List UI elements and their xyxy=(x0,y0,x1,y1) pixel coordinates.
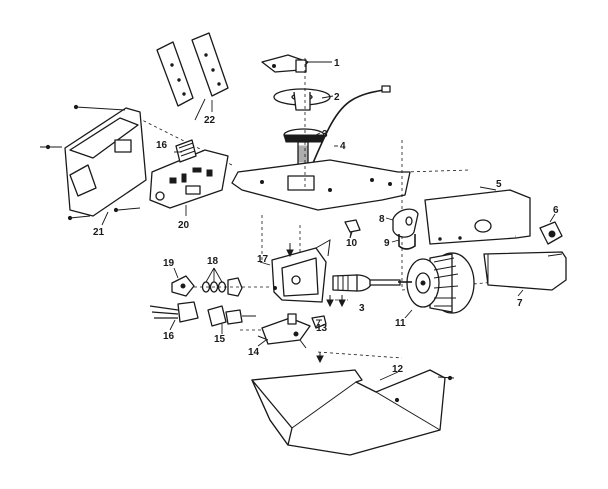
callout-5: 5 xyxy=(496,179,502,190)
leader-lines xyxy=(101,61,556,381)
part-15-connector xyxy=(207,305,256,327)
callout-18: 18 xyxy=(207,256,219,267)
callout-20: 20 xyxy=(178,220,190,231)
part-16-connector-top xyxy=(175,139,197,163)
callout-3-worm: 3 xyxy=(359,303,365,314)
callout-7: 7 xyxy=(517,298,523,309)
callout-6: 6 xyxy=(553,205,559,216)
part-12-bottom-cover xyxy=(251,369,455,456)
part-20-logic-board xyxy=(149,149,229,209)
callout-17: 17 xyxy=(257,254,269,265)
callout-4: 4 xyxy=(340,141,346,152)
part-3-worm-gear xyxy=(332,274,401,292)
callout-13: 13 xyxy=(316,323,328,334)
part-21-end-cover xyxy=(40,104,147,221)
chassis-plate xyxy=(231,159,411,211)
part-22-rail-brackets xyxy=(156,32,229,107)
callout-3-gear: 3 xyxy=(322,129,328,140)
part-8-capacitor xyxy=(392,208,419,238)
callout-19: 19 xyxy=(163,258,175,269)
part-1-bracket xyxy=(261,54,309,73)
part-7-lens xyxy=(483,251,567,291)
callout-labels: 1 2 3 3 4 5 6 7 8 9 10 11 12 13 14 15 16… xyxy=(93,58,559,375)
part-6-socket xyxy=(539,221,563,245)
part-16-harness xyxy=(149,301,199,323)
part-17-motor-bracket xyxy=(271,239,331,303)
part-11-motor xyxy=(398,252,475,314)
callout-22: 22 xyxy=(204,115,216,126)
callout-8: 8 xyxy=(379,214,385,225)
callout-16-harness: 16 xyxy=(163,331,175,342)
part-4-cable xyxy=(309,85,391,171)
part-2-gear-cover xyxy=(273,88,331,111)
part-19-knob xyxy=(171,275,195,297)
callout-15: 15 xyxy=(214,334,226,345)
callout-21: 21 xyxy=(93,227,105,238)
part-18-spacers xyxy=(194,277,272,297)
callout-9: 9 xyxy=(384,238,390,249)
callout-12: 12 xyxy=(392,364,404,375)
callout-16-connector: 16 xyxy=(156,140,168,151)
part-14-limit-switch xyxy=(257,313,311,349)
direction-arrows xyxy=(286,243,346,364)
part-5-motor-cover xyxy=(424,189,531,245)
callout-14: 14 xyxy=(248,347,260,358)
callout-1: 1 xyxy=(334,58,340,69)
part-9-capacitor-bracket xyxy=(398,234,416,250)
callout-11: 11 xyxy=(395,318,406,329)
callout-2: 2 xyxy=(334,92,340,103)
callout-10: 10 xyxy=(346,238,358,249)
part-10-clip xyxy=(344,219,361,239)
